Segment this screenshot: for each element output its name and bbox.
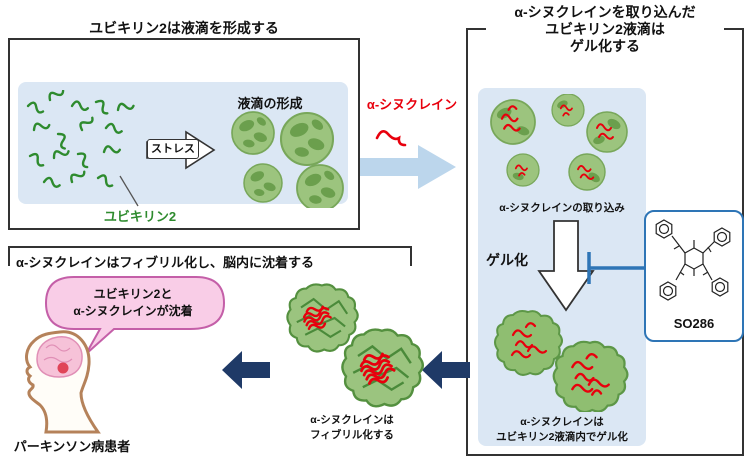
gel-panel-title: α-シヌクレインを取り込んだ ユビキリン2液滴は ゲル化する: [486, 4, 724, 55]
gel-result-label-line1: α-シヌクレインは: [520, 416, 604, 428]
flow-right-arrow-icon: [360, 145, 456, 189]
droplet-panel-title: ユビキリン2は液滴を形成する: [89, 20, 279, 36]
navy-left-arrow-icon: [422, 351, 470, 389]
synuclein-droplets-icon: [490, 94, 628, 191]
gelation-label: ゲル化: [486, 252, 528, 268]
droplet-panel-border: [8, 38, 360, 230]
gel-panel-title-line2: ユビキリン2液滴は: [545, 21, 665, 37]
fibril-label-line2: フィブリル化する: [310, 429, 394, 441]
ubiquilin-label: ユビキリン2: [103, 209, 177, 224]
ubiquilin-pointer-line: [119, 175, 139, 207]
fibril-label-line1: α-シヌクレインは: [310, 414, 394, 426]
synuclein-label: α-シヌクレイン: [366, 97, 458, 112]
synuclein-squiggle-icon: [375, 129, 407, 147]
patient-label: パーキンソン病患者: [13, 439, 131, 454]
gelation-down-arrow-icon: [537, 220, 595, 312]
uptake-label: α-シヌクレインの取り込み: [499, 202, 625, 214]
fibril-panel-bracket: [8, 246, 412, 266]
green-droplets-icon: [231, 111, 344, 208]
chemical-structure-icon: [655, 219, 731, 301]
patient-head-icon: [25, 330, 101, 434]
stress-label: ストレス: [147, 139, 199, 159]
fibril-aggregates-icon: [286, 283, 424, 408]
gel-result-label-line2: ユビキリン2液滴内でゲル化: [496, 431, 628, 443]
ubiquilin-squiggles-icon: [26, 90, 135, 188]
inhibition-tbar-icon: [587, 252, 647, 284]
compound-label: SO286: [673, 316, 715, 331]
droplet-formation-label: 液滴の形成: [237, 96, 303, 111]
navy-left-arrow-icon: [222, 351, 270, 389]
fibril-panel-title: α-シヌクレインはフィブリル化し、脳内に沈着する: [16, 255, 315, 270]
bubble-text-line2: α-シヌクレインが沈着: [73, 304, 193, 318]
gel-droplets-icon: [494, 310, 629, 412]
bubble-text-line1: ユビキリン2と: [93, 287, 173, 301]
gel-panel-title-line1: α-シヌクレインを取り込んだ: [514, 4, 696, 20]
gel-panel-title-line3: ゲル化する: [570, 38, 640, 54]
speech-bubble-icon: [44, 276, 226, 355]
